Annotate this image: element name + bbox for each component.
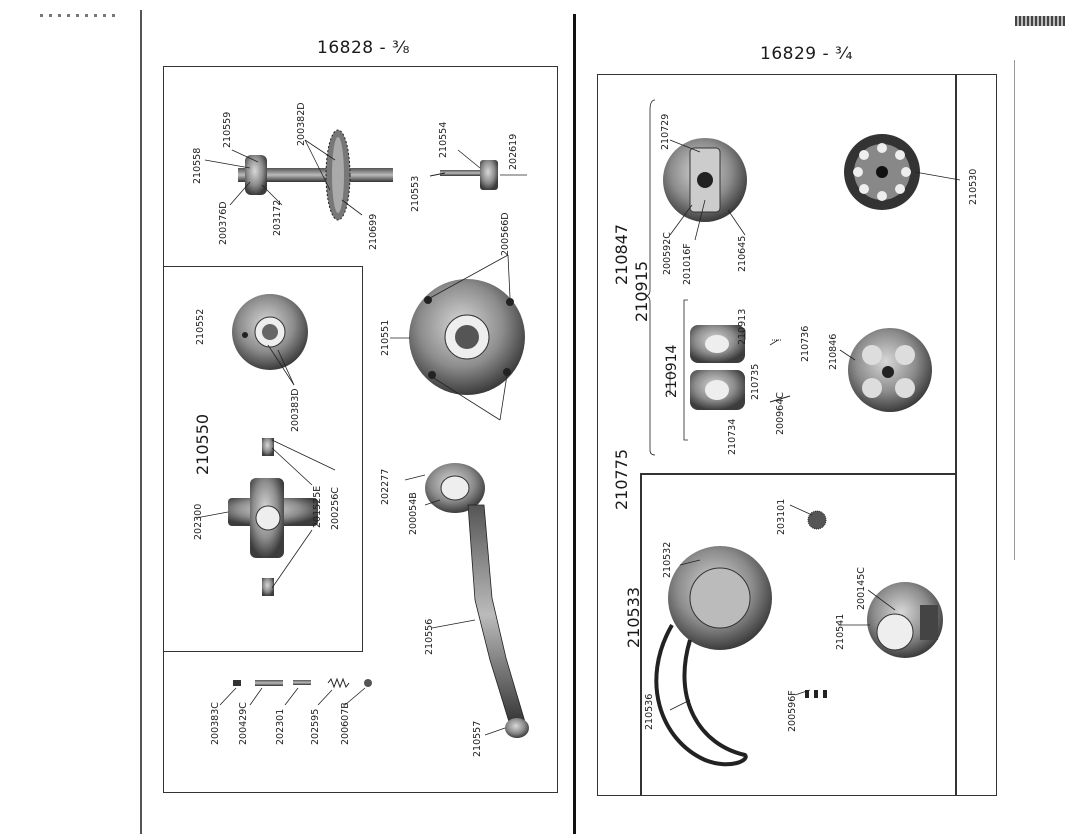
part-label: 202301: [275, 708, 286, 745]
part-label: 210553: [410, 175, 421, 212]
part-label: 210729: [660, 113, 671, 150]
right-divider-vertical-2: [955, 74, 957, 796]
leader-lines: [195, 99, 961, 736]
part-label: 200592C: [662, 232, 673, 275]
part-label: 200964C: [775, 392, 786, 435]
part-label: 200429C: [238, 702, 249, 745]
part-label: 210558: [192, 147, 203, 184]
part-label: 210735: [750, 363, 761, 400]
assembly-label-210914: 210914: [664, 344, 680, 398]
part-label: 210734: [727, 418, 738, 455]
part-label: 210541: [835, 613, 846, 650]
part-label: 200596F: [787, 690, 798, 732]
part-label: 210699: [368, 213, 379, 250]
right-page-frame: [597, 74, 997, 796]
part-label: 210536: [644, 693, 655, 730]
shaft-gear-drawing: [238, 129, 393, 221]
part-label: 200054B: [408, 492, 419, 535]
part-label: 203172: [272, 199, 283, 236]
part-label: 210532: [662, 541, 673, 578]
part-label: 210913: [737, 308, 748, 345]
left-page-edge: [140, 10, 142, 834]
part-label: 210551: [380, 319, 391, 356]
part-label: 203101: [776, 498, 787, 535]
part-label: 202300: [193, 503, 204, 540]
part-label: 202619: [508, 133, 519, 170]
assembly-label-210915: 210915: [632, 260, 651, 322]
top-speckle-right: [1015, 16, 1065, 26]
bobbin-case-210729: [663, 138, 747, 222]
assembly-210550-box: [163, 266, 363, 652]
top-speckle-left: [40, 14, 120, 17]
part-label: 210645: [737, 235, 748, 272]
right-page-title: 16829 - ³⁄₄: [760, 44, 853, 64]
part-label: 210736: [800, 325, 811, 362]
part-label: 200566D: [500, 212, 511, 256]
part-label: 210554: [438, 121, 449, 158]
part-label: 200383C: [210, 702, 221, 745]
lever-arm-210556: [425, 463, 529, 738]
part-label: 202595: [310, 708, 321, 745]
assembly-label-210847: 210847: [612, 223, 631, 285]
tiny-screws-200596F: [805, 690, 827, 698]
bobbin-base-210846: [848, 328, 932, 412]
part-label: 201525E: [312, 485, 323, 528]
part-label: 210556: [424, 618, 435, 655]
assembly-label-210775: 210775: [612, 448, 631, 510]
part-label: 210559: [222, 111, 233, 148]
part-label: 200145C: [856, 567, 867, 610]
assembly-label-210550: 210550: [193, 413, 212, 475]
round-plate-210552: [232, 294, 308, 370]
part-label: 200383D: [290, 388, 301, 432]
felt-203101: [807, 510, 827, 530]
hook-210532: [654, 546, 772, 767]
case-210541: [867, 582, 943, 658]
bobbin-210530: [844, 134, 920, 210]
small-pin-drawing: [429, 160, 498, 190]
part-label: 200376D: [218, 201, 229, 245]
latch-parts-210914: [690, 325, 791, 410]
part-label: 200607B: [340, 702, 351, 745]
part-label: 201016F: [682, 243, 693, 285]
right-divider-horizontal: [640, 473, 955, 475]
cross-hub-202300: [228, 438, 318, 596]
part-label: 210530: [968, 168, 979, 205]
part-label: 200382D: [296, 102, 307, 146]
part-label: 200256C: [330, 487, 341, 530]
assembly-label-210533: 210533: [624, 586, 643, 648]
part-label: 210557: [472, 720, 483, 757]
right-divider-vertical: [640, 473, 642, 796]
right-page-edge: [1014, 60, 1015, 560]
part-label: 210552: [195, 308, 206, 345]
large-plate-210551: [409, 279, 525, 395]
left-page-title: 16828 - ³⁄₈: [317, 38, 410, 58]
part-label: 202277: [380, 468, 391, 505]
part-label: 210846: [828, 333, 839, 370]
small-screws-drawing: [233, 677, 372, 689]
gutter-line: [573, 14, 576, 834]
